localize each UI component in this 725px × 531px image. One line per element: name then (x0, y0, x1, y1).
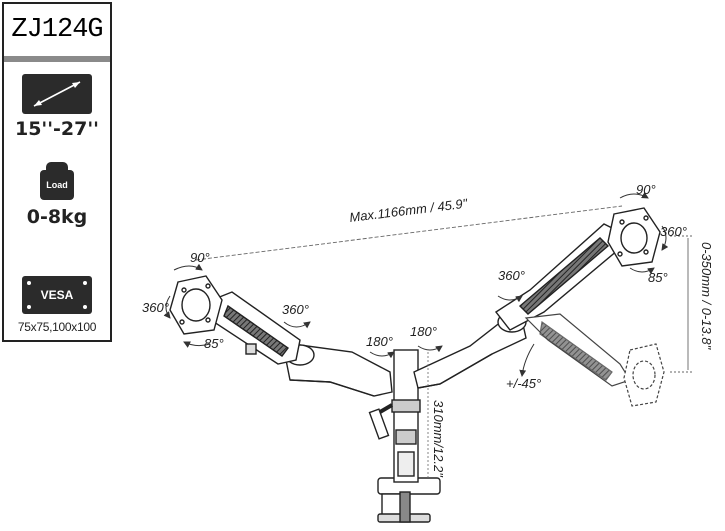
height-dimension (670, 235, 694, 373)
desk-clamp (377, 477, 441, 523)
left-rotate-label: 360° (142, 300, 169, 315)
right-tilt-range-label: +/-45° (506, 376, 541, 391)
right-rotate-arrow (661, 225, 669, 251)
right-tilt-top-label: 90° (636, 182, 656, 197)
vesa-plate-icon: VESA (22, 276, 92, 314)
span-dimension-line (195, 205, 623, 261)
vesa-spec: VESA 75x75,100x100 (4, 276, 110, 334)
left-arm-rotate-label: 180° (366, 334, 393, 349)
right-swivel-label: 360° (498, 268, 525, 283)
left-swivel-arrow (283, 321, 311, 329)
vesa-pattern-value: 75x75,100x100 (17, 320, 97, 334)
right-swivel-arrow (497, 295, 523, 303)
left-tilt-top-arrow (173, 263, 203, 271)
left-tilt-top-label: 90° (190, 250, 210, 265)
left-tilt-bottom-label: 85° (204, 336, 224, 351)
right-upper-gas-arm (494, 223, 621, 331)
left-arm-rotate-arrow (369, 351, 395, 359)
right-arm-rotate-label: 180° (410, 324, 437, 339)
right-lowered-arm (524, 313, 665, 407)
load-capacity-value: 0-8kg (26, 206, 88, 228)
vesa-icon-label: VESA (40, 288, 74, 302)
left-vesa-plate (169, 275, 223, 335)
span-label: Max.1166mm / 45.9" (349, 195, 470, 225)
right-tilt-range-arrow (519, 343, 535, 377)
weight-icon: Load (40, 162, 74, 202)
right-rotate-label: 360° (660, 224, 687, 239)
left-rotate-arrow (163, 295, 171, 319)
spec-panel: ZJ124G 15''-27'' Load 0-8kg VESA 75x75,1… (2, 2, 112, 342)
screen-size-spec: 15''-27'' (4, 74, 110, 140)
load-spec: Load 0-8kg (4, 162, 110, 228)
load-icon-label: Load (40, 170, 74, 200)
screen-size-value: 15''-27'' (14, 118, 100, 140)
height-range-label: 0-350mm / 0-13.8" (699, 242, 714, 351)
left-tilt-bottom-arrow (183, 341, 211, 348)
screen-diagonal-icon (22, 74, 92, 114)
right-tilt-bottom-label: 85° (648, 270, 668, 285)
left-swivel-label: 360° (282, 302, 309, 317)
right-vesa-plate (607, 207, 661, 267)
pole-height-label: 310mm/12.2" (431, 400, 446, 478)
right-tilt-bottom-arrow (629, 267, 655, 275)
right-arm-rotate-arrow (417, 345, 443, 353)
right-tilt-top-arrow (619, 191, 649, 199)
left-lower-arm (285, 344, 393, 397)
model-number: ZJ124G (4, 4, 110, 62)
